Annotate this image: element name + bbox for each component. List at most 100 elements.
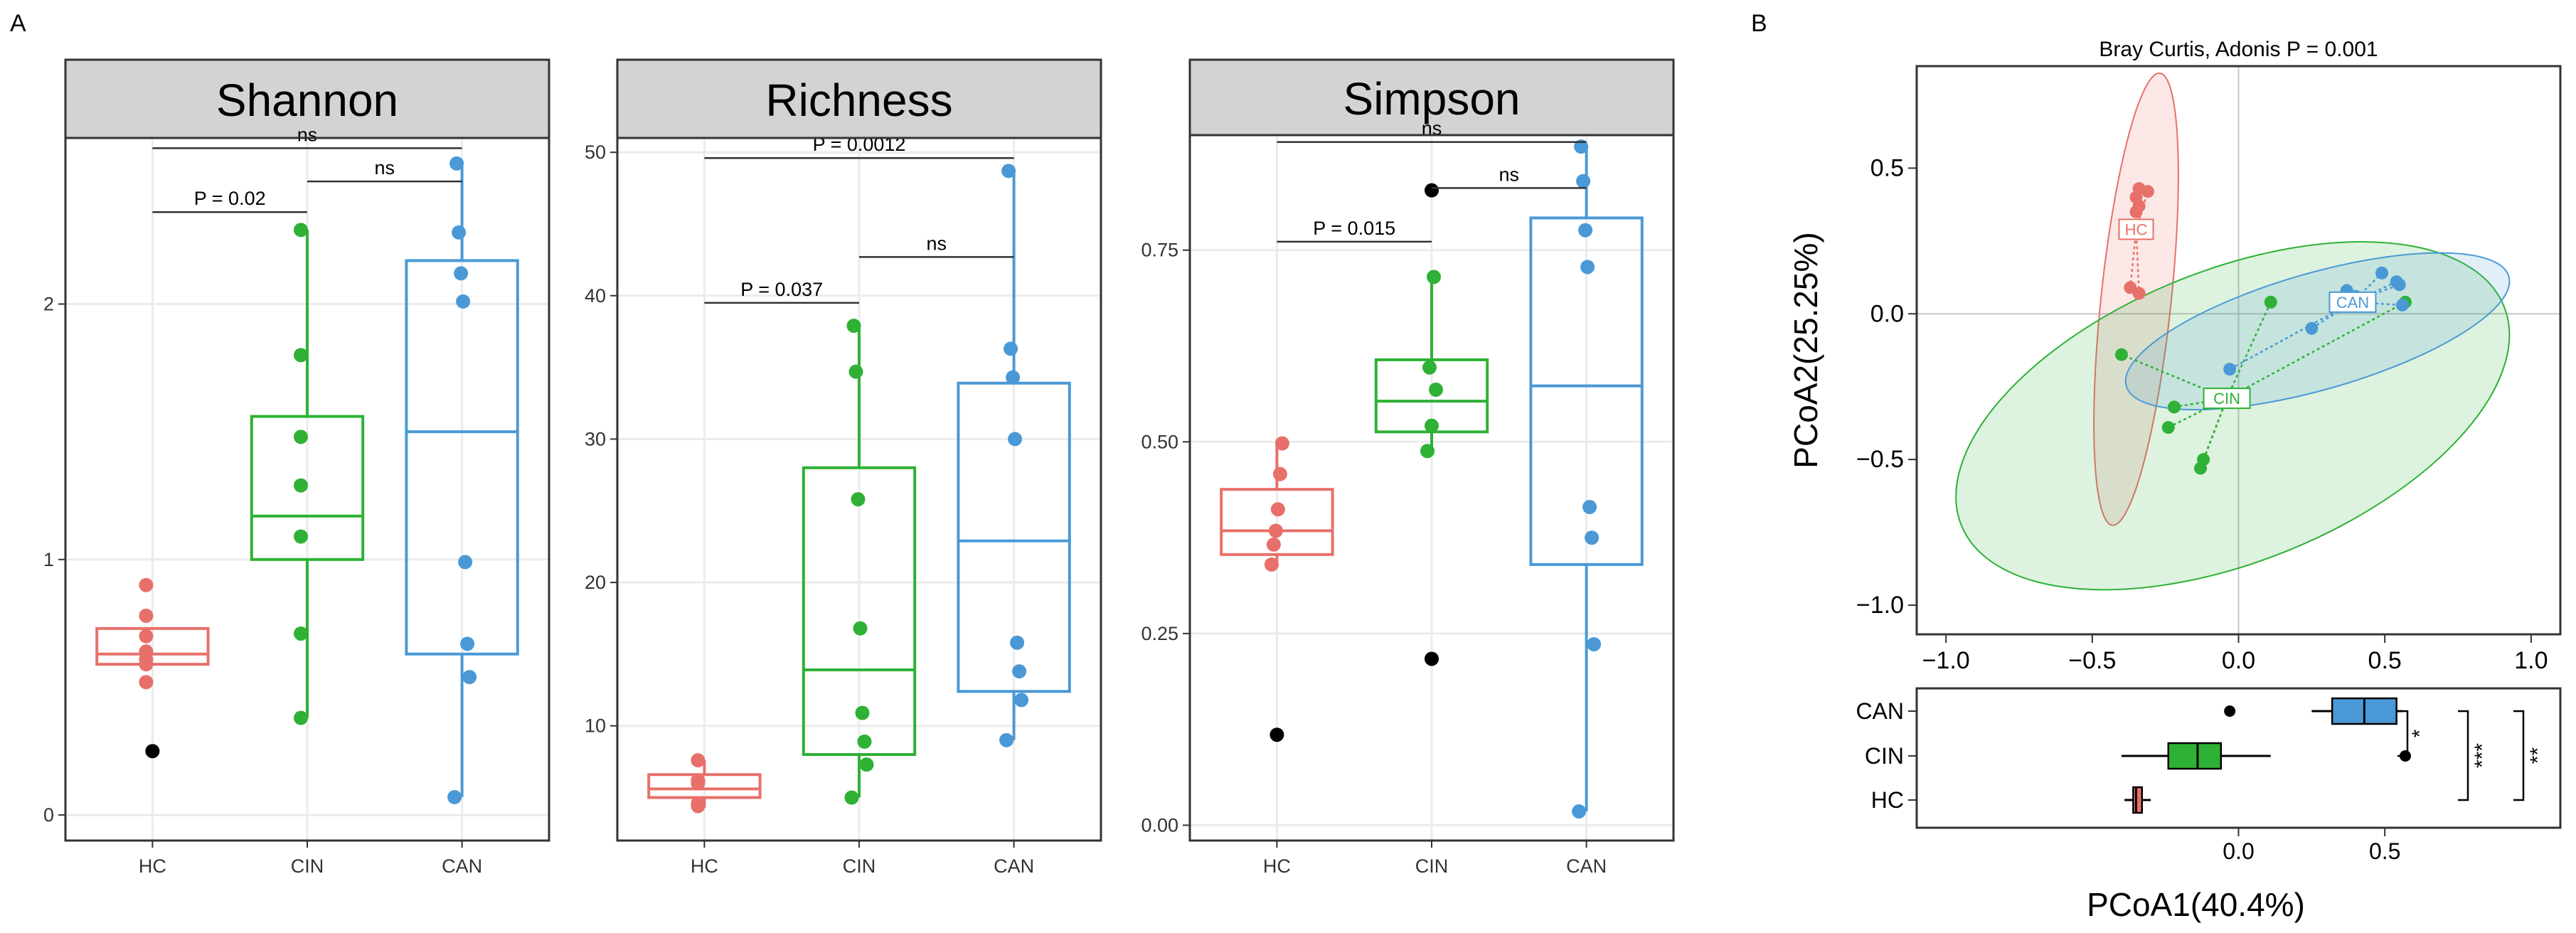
x-tick-label: 0.0	[2222, 647, 2255, 674]
x-tick-label: HC	[1263, 855, 1291, 877]
data-point	[999, 732, 1014, 747]
y-tick-label: 30	[585, 428, 606, 449]
pcoa-point-cin	[2194, 462, 2208, 475]
data-point	[294, 710, 308, 725]
data-point	[458, 555, 473, 570]
strip-title: Shannon	[216, 75, 398, 126]
data-point	[1572, 804, 1587, 819]
outlier-point	[1270, 727, 1284, 742]
hbox-hc	[2132, 786, 2144, 814]
spider-line	[2225, 302, 2272, 399]
data-point	[294, 626, 308, 641]
x-tick-label: 0.0	[2223, 838, 2254, 864]
pcoa-point-hc	[2129, 205, 2143, 218]
y-tick-label: 0.0	[1870, 300, 1904, 327]
data-point	[1272, 467, 1287, 481]
data-point	[1422, 360, 1437, 375]
data-point	[294, 223, 308, 238]
data-point	[855, 705, 870, 720]
data-point	[456, 294, 471, 309]
pcoa-point-cin	[2114, 348, 2128, 361]
comparison-label: ns	[297, 124, 318, 145]
strip-header	[616, 58, 1102, 139]
y-tick-label: 0.50	[1141, 431, 1178, 452]
x-tick-label: CIN	[1415, 855, 1449, 877]
centroid-label: CAN	[2336, 294, 2369, 311]
box-can	[1529, 216, 1644, 566]
data-point	[859, 757, 874, 772]
data-point	[1010, 635, 1025, 650]
data-point	[1264, 557, 1279, 572]
x-tick-label: CAN	[442, 855, 482, 877]
strip-title: Simpson	[1343, 73, 1521, 124]
ellipse-can	[2124, 252, 2511, 411]
panel-label-b: B	[1751, 10, 1767, 37]
spider-line	[2199, 398, 2228, 469]
x-tick-label: 0.5	[2368, 647, 2402, 674]
centroid-label: CIN	[2213, 390, 2240, 407]
y-tick-label: 2	[43, 294, 54, 315]
plot-frame	[64, 137, 550, 842]
box-hc	[647, 773, 762, 799]
centroid-label-box	[2328, 291, 2377, 313]
data-point	[1580, 260, 1595, 274]
data-point	[1014, 693, 1029, 708]
hbox-cin	[2167, 742, 2223, 770]
y-tick-label: HC	[1871, 787, 1904, 813]
data-point	[1425, 418, 1439, 433]
y-tick-label: 20	[585, 572, 606, 593]
y-tick-label: −0.5	[1856, 446, 1904, 473]
pcoa-point-cin	[2264, 295, 2277, 309]
x-tick-label: CIN	[843, 855, 876, 877]
outlier-point	[1425, 651, 1439, 666]
data-point	[294, 348, 308, 363]
data-point	[454, 266, 469, 281]
y-tick-label: 40	[585, 285, 606, 306]
x-tick-label: 1.0	[2514, 647, 2548, 674]
comparison-label: ns	[927, 233, 947, 254]
x-tick-label: CAN	[994, 855, 1034, 877]
y-axis-label: PCoA2(25.25%)	[1787, 232, 1824, 468]
data-point	[844, 790, 859, 805]
data-point	[1274, 436, 1289, 451]
pcoa-scatter: Bray Curtis, Adonis P = 0.001HCCINCAN−1.…	[1787, 38, 2562, 674]
centroid-label-box	[2118, 218, 2154, 240]
y-tick-label: 50	[585, 142, 606, 163]
data-point	[853, 621, 868, 636]
data-point	[691, 773, 706, 788]
data-point	[851, 492, 866, 507]
data-point	[1576, 174, 1591, 188]
significance-label: *	[2408, 729, 2432, 737]
comparison-label: ns	[375, 157, 395, 178]
x-tick-label: −0.5	[2068, 647, 2116, 674]
data-point	[452, 225, 467, 240]
panel-label-a: A	[10, 10, 26, 37]
y-tick-label: 0.5	[1870, 154, 1904, 181]
data-point	[1001, 164, 1016, 178]
y-tick-label: 0	[43, 804, 54, 826]
data-point	[1429, 382, 1443, 397]
data-point	[294, 529, 308, 544]
pcoa-point-hc	[2132, 287, 2146, 300]
data-point	[139, 675, 154, 690]
spider-line	[2229, 301, 2353, 370]
x-tick-label: HC	[691, 855, 718, 877]
strip-header	[1188, 58, 1675, 137]
data-point	[1004, 341, 1018, 356]
comparison-label: P = 0.037	[740, 279, 823, 300]
data-point	[294, 430, 308, 444]
pcoa-point-can	[2395, 298, 2409, 311]
box-cin	[802, 466, 917, 757]
y-tick-label: CIN	[1865, 743, 1904, 769]
data-point	[848, 364, 863, 379]
pcoa-point-can	[2375, 266, 2389, 279]
data-point	[462, 670, 477, 685]
data-point	[447, 789, 462, 804]
data-point	[449, 156, 464, 171]
box-hc	[1220, 488, 1334, 556]
significance-bracket	[2513, 710, 2525, 801]
x-tick-label: 0.5	[2369, 838, 2400, 864]
centroid-label-box	[2203, 388, 2251, 410]
data-point	[139, 608, 154, 623]
